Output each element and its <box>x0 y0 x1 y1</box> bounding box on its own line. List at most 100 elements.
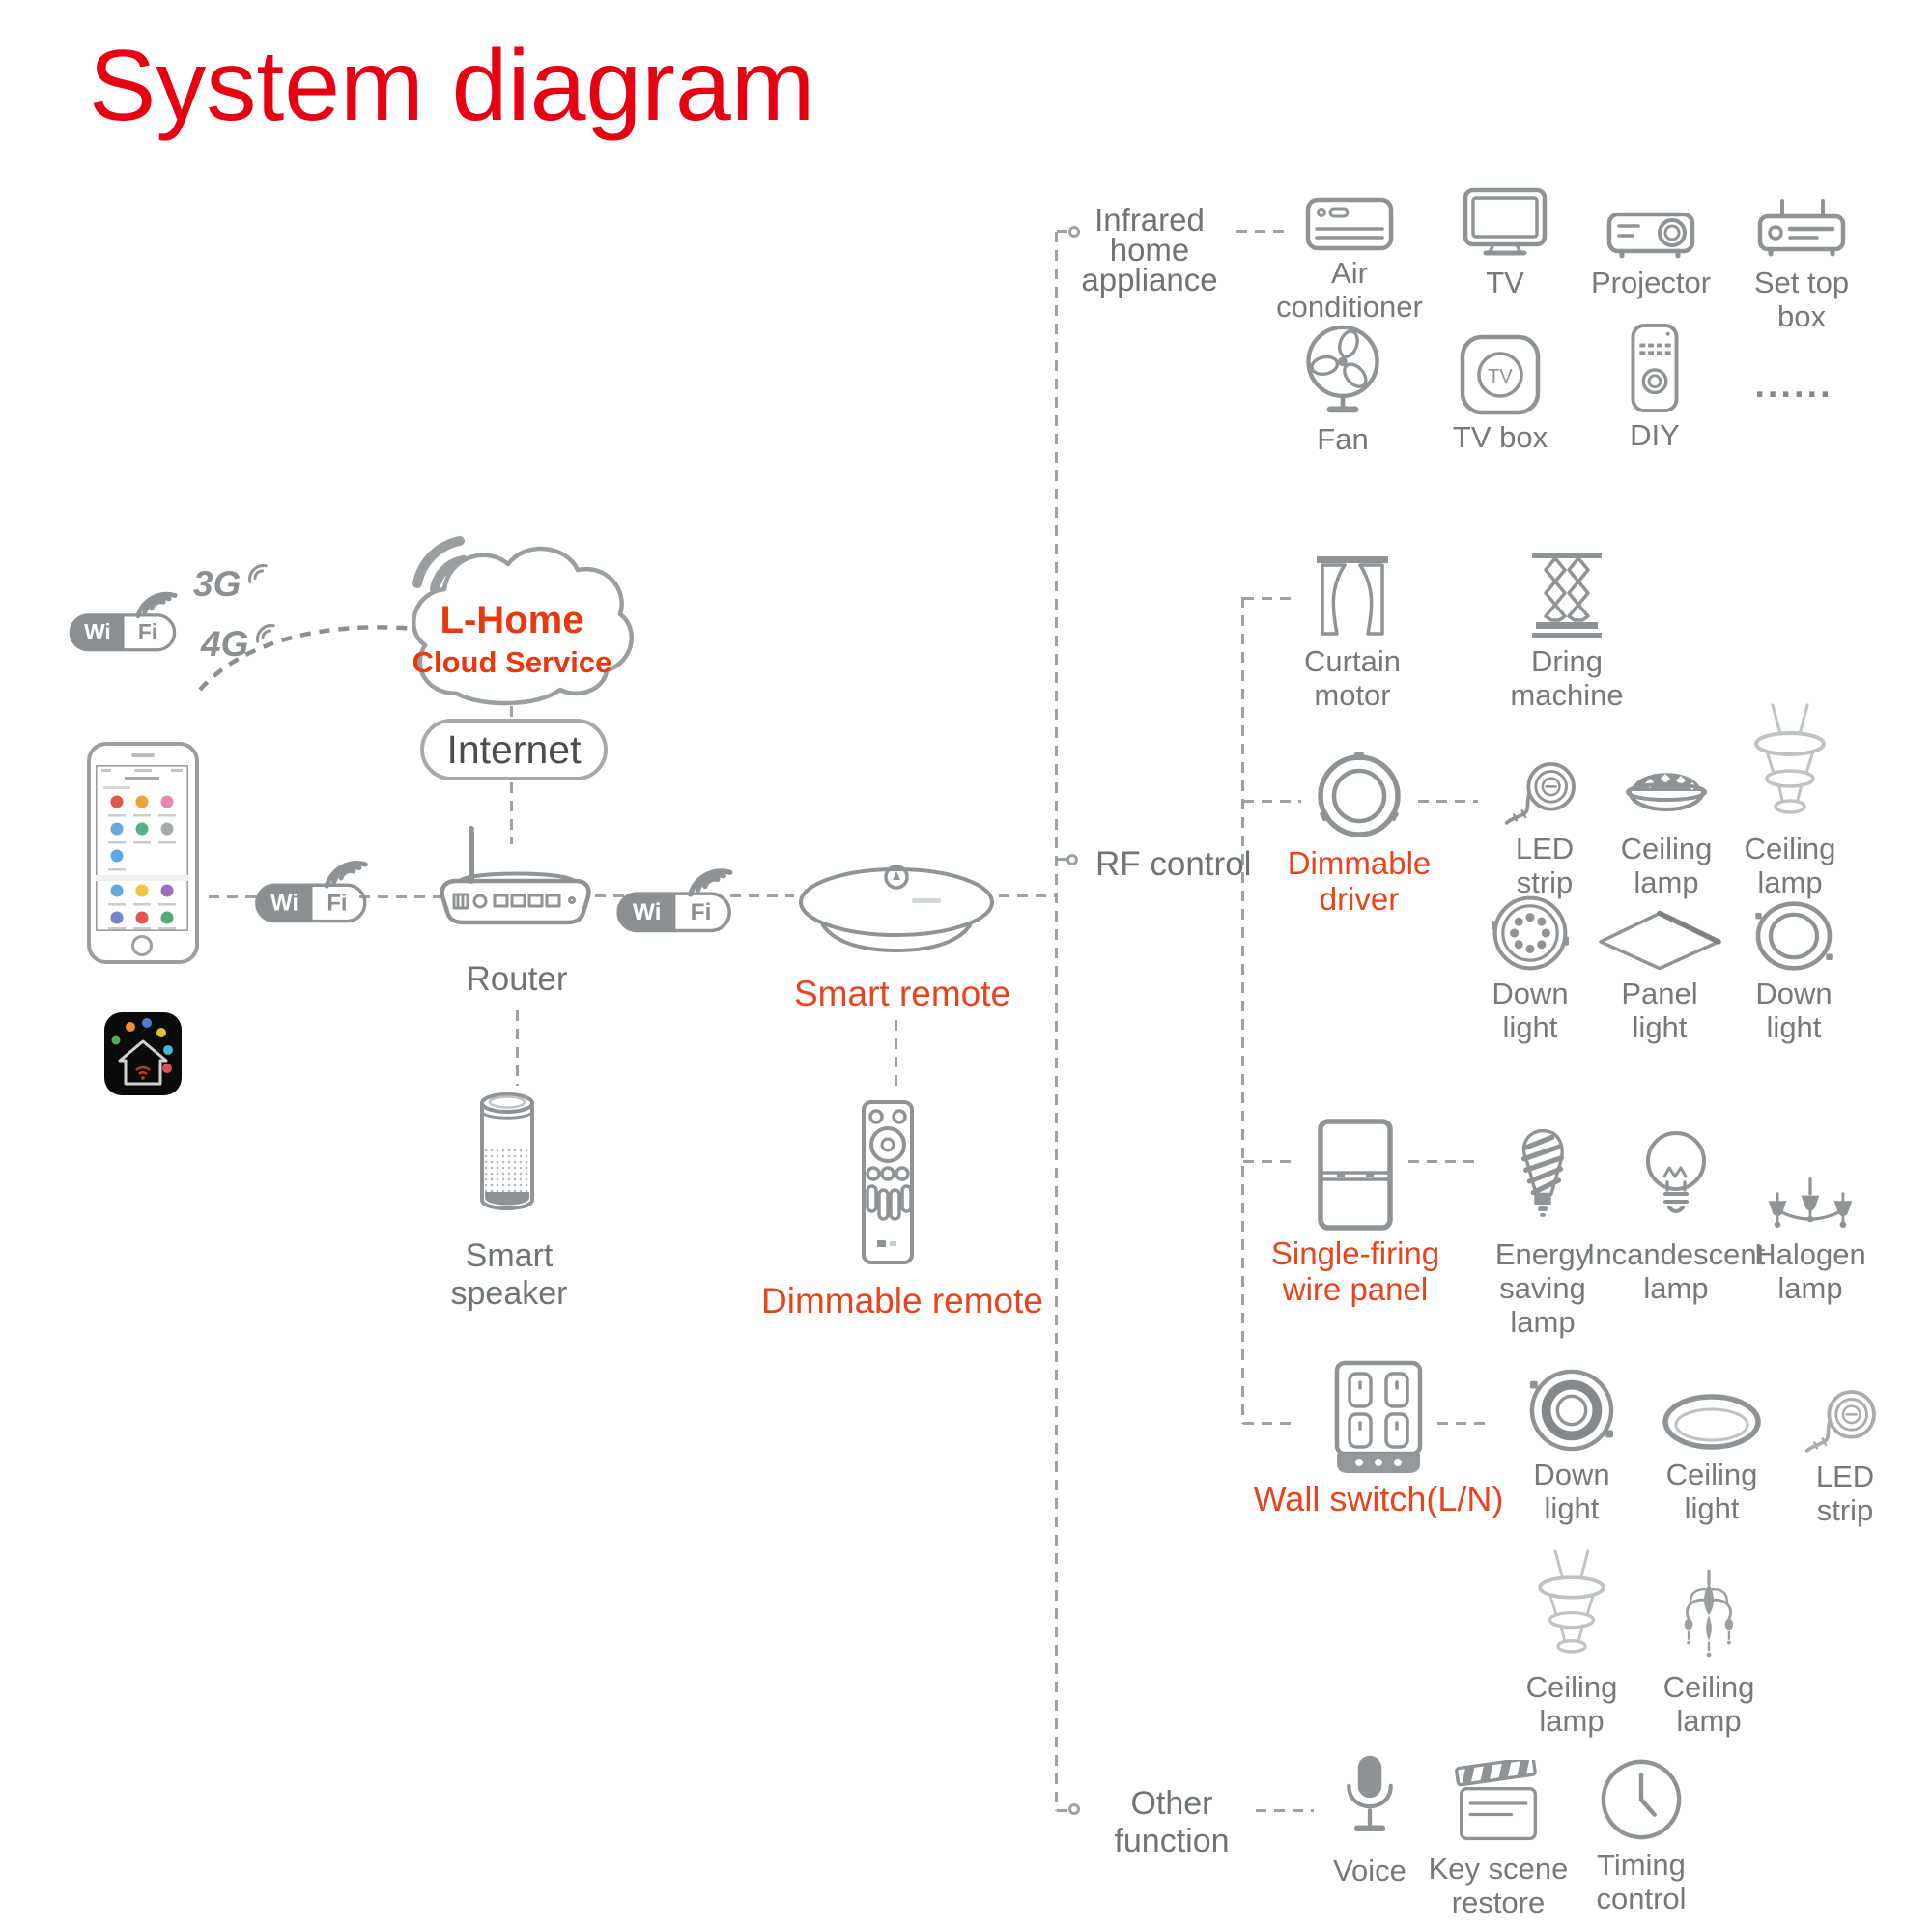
single-firing-panel-icon <box>1283 1105 1428 1231</box>
device-fan: Fan <box>1270 325 1415 456</box>
incandescent-lamp-icon <box>1589 1090 1763 1233</box>
page-title: System diagram <box>89 30 815 142</box>
device-label: Wall switch(L/N) <box>1253 1479 1504 1518</box>
single-targets-line <box>1408 1160 1476 1163</box>
infrared-elbow-line <box>1057 230 1070 233</box>
panel-light-icon <box>1587 906 1732 972</box>
infrared-node <box>1068 226 1080 238</box>
wall-switch-icon <box>1272 1348 1485 1476</box>
wifi-badge: Wi Fi <box>253 854 377 924</box>
home-app-icon <box>104 1012 182 1095</box>
air-conditioner-icon <box>1277 191 1422 251</box>
network-3g: 3G <box>193 564 270 605</box>
device-label: Panel light <box>1621 977 1698 1044</box>
device-label: Halogen lamp <box>1754 1237 1866 1305</box>
device-label: Single-firing wire panel <box>1270 1235 1440 1307</box>
device-label: Voice <box>1333 1854 1406 1887</box>
clapperboard-icon <box>1416 1743 1580 1847</box>
device-label: LED strip <box>1815 1460 1875 1527</box>
network-4g: 4G <box>201 624 277 665</box>
device-led-strip: LED strip <box>1472 761 1617 899</box>
dimmable-branch-line <box>1243 800 1301 803</box>
device-down-light-2: Down light <box>1499 1354 1644 1525</box>
smart-remote-icon <box>799 865 994 952</box>
down-light-icon <box>1499 1354 1644 1453</box>
device-label: Air conditioner <box>1276 256 1423 324</box>
tv-box-icon-text: TV <box>1488 366 1513 387</box>
phone-wifi-line <box>209 895 263 898</box>
device-dimmable-driver: Dimmable driver <box>1287 750 1432 917</box>
tv-icon <box>1433 185 1577 261</box>
other-elbow-line <box>1057 1809 1070 1812</box>
led-strip-icon <box>1773 1360 1918 1455</box>
other-branch-line <box>1256 1809 1314 1812</box>
device-ceiling-lamp-pendant: Ceiling lamp <box>1718 690 1862 899</box>
internet-label: Internet <box>446 726 582 772</box>
other-node <box>1068 1803 1080 1815</box>
device-chandelier: Ceiling lamp <box>1636 1542 1781 1738</box>
led-strip-icon <box>1472 761 1617 827</box>
microphone-icon <box>1297 1737 1442 1849</box>
device-label: Dimmable driver <box>1287 845 1432 917</box>
dimmable-remote-icon <box>862 1100 914 1264</box>
device-label: Fan <box>1317 422 1369 456</box>
branch-label-rf: RF control <box>1095 845 1252 883</box>
device-label: Ceiling lamp <box>1744 832 1836 899</box>
phone-speaker-slot <box>131 753 155 757</box>
wifi-fi-label: Fi <box>327 891 347 917</box>
device-label: Ceiling lamp <box>1620 832 1713 899</box>
smartphone <box>87 742 199 964</box>
infrared-branch-line <box>1236 230 1287 233</box>
dimmable-remote-label: Dimmable remote <box>761 1281 1043 1320</box>
device-label: Down light <box>1533 1458 1610 1525</box>
dimmable-targets-line <box>1418 800 1478 803</box>
remote-dimremote-line <box>895 1020 897 1093</box>
device-label: Projector <box>1590 266 1712 299</box>
device-ceiling-lamp-flush: Ceiling lamp <box>1594 753 1739 899</box>
diy-remote-icon <box>1582 323 1727 413</box>
device-label: DIY <box>1630 418 1680 452</box>
down-light-icon <box>1458 895 1603 972</box>
router-speaker-line <box>516 1010 519 1086</box>
smart-speaker-label: Smart speaker <box>450 1237 568 1312</box>
fan-icon <box>1270 325 1415 417</box>
device-label: Ceiling lamp <box>1525 1670 1618 1738</box>
device-label: Set top box <box>1753 266 1850 333</box>
clock-icon <box>1559 1743 1723 1843</box>
single-branch-line <box>1243 1160 1293 1163</box>
device-curtain-motor: Curtain motor <box>1280 553 1425 712</box>
tv-box-icon: TV <box>1428 332 1573 415</box>
wifi-wi-label: Wi <box>633 899 662 925</box>
device-label: Down light <box>1492 977 1569 1044</box>
signal-arcs-icon <box>256 624 276 643</box>
device-energy-saving-lamp: Energy saving lamp <box>1470 1092 1615 1339</box>
device-label: Key scene restore <box>1428 1852 1569 1919</box>
wifi-remote-line <box>730 894 794 897</box>
set-top-box-icon <box>1729 189 1874 261</box>
energy-saving-lamp-icon <box>1470 1092 1615 1233</box>
cloud-icon <box>412 536 635 706</box>
rf-subtrunk-line <box>1241 597 1244 1424</box>
drying-machine-icon <box>1494 551 1639 639</box>
wifi-router-line <box>359 895 440 898</box>
cloud-title: L-Home <box>440 599 584 641</box>
device-timing: Timing control <box>1559 1743 1723 1915</box>
main-trunk-line <box>1055 232 1058 1811</box>
device-ceiling-light: Ceiling light <box>1639 1354 1784 1525</box>
device-label: Down light <box>1755 977 1833 1044</box>
smart-remote-label: Smart remote <box>794 974 1011 1013</box>
device-down-light: Down light <box>1458 895 1603 1044</box>
device-drying-machine: Dring machine <box>1494 551 1639 712</box>
device-label: Timing control <box>1596 1848 1687 1915</box>
device-halogen-lamp: Halogen lamp <box>1733 1090 1888 1305</box>
device-label: Incandescent lamp <box>1586 1237 1766 1305</box>
ceiling-lamp-pendant-icon <box>1718 690 1862 827</box>
down-light-ring-icon <box>1721 901 1866 972</box>
device-wall-switch: Wall switch(L/N) <box>1254 1348 1503 1517</box>
device-set-top-box: Set top box <box>1729 189 1874 333</box>
chandelier-icon <box>1636 1542 1781 1665</box>
curtain-motor-icon <box>1280 553 1425 639</box>
router-wifi-line <box>595 894 634 897</box>
cloud-subtitle: Cloud Service <box>412 645 612 679</box>
